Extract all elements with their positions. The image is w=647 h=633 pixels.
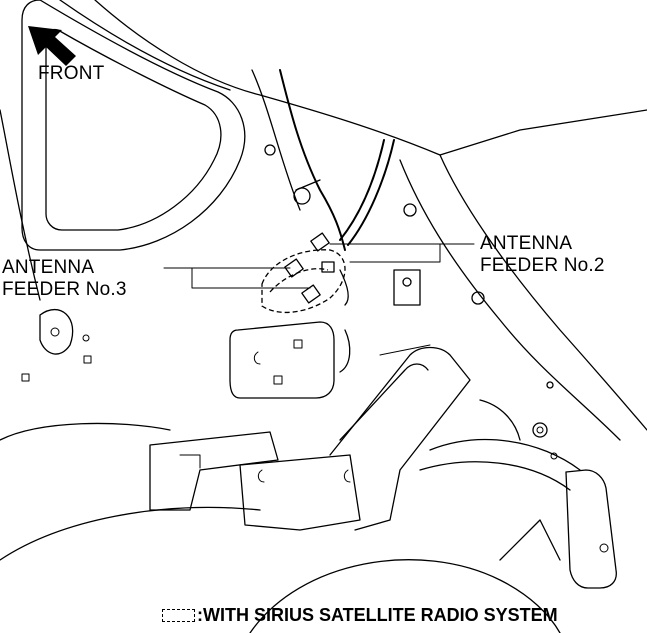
body-left-edge bbox=[0, 109, 41, 301]
connector-small bbox=[321, 261, 335, 273]
antenna-feeder-2-label: ANTENNA FEEDER No.2 bbox=[480, 233, 605, 277]
dashed-box-icon bbox=[162, 609, 195, 622]
arrow-up-left-icon bbox=[28, 26, 76, 66]
left-bracket bbox=[39, 308, 74, 355]
inner-panel-middle bbox=[229, 321, 335, 399]
wheelhouse-arch bbox=[249, 559, 561, 633]
antenna-feeder-3-line2: FEEDER No.3 bbox=[2, 279, 127, 300]
diagonal-strut bbox=[329, 346, 471, 531]
antenna-feeder-2-line2: FEEDER No.2 bbox=[480, 255, 605, 276]
connector-sirius bbox=[301, 284, 321, 304]
antenna-feeder-2-line1: ANTENNA bbox=[480, 233, 573, 254]
antenna-feeder-3-label: ANTENNA FEEDER No.3 bbox=[2, 257, 127, 301]
lower-bracket-left bbox=[149, 431, 279, 511]
lower-bracket-right bbox=[239, 454, 361, 531]
connector-feeder2 bbox=[310, 232, 330, 252]
legend-text: :WITH SIRIUS SATELLITE RADIO SYSTEM bbox=[197, 605, 558, 625]
feeder-cable-c bbox=[347, 139, 395, 246]
rear-pillar-inner bbox=[399, 159, 621, 441]
sirius-dashed-region bbox=[261, 249, 346, 314]
quarter-window-inner bbox=[45, 28, 222, 231]
pillar-hole-small bbox=[546, 381, 554, 389]
leader-feeder3 bbox=[163, 267, 311, 289]
legend: :WITH SIRIUS SATELLITE RADIO SYSTEM bbox=[162, 604, 558, 626]
front-label: FRONT bbox=[38, 63, 105, 84]
leader-feeder2 bbox=[329, 243, 475, 263]
pillar-hole bbox=[471, 291, 485, 305]
feeder-cable-b bbox=[339, 139, 385, 241]
quarter-window-outer bbox=[21, 0, 246, 251]
antenna-feeder-3-line1: ANTENNA bbox=[2, 257, 95, 278]
roof-rail-upper bbox=[94, 0, 647, 156]
feeder-cable-a bbox=[279, 69, 346, 251]
roof-rail-lower bbox=[59, 0, 231, 91]
rear-pillar-panel bbox=[439, 154, 647, 431]
right-pad bbox=[565, 469, 617, 589]
lower-body-curve bbox=[0, 422, 171, 441]
pillar-edge bbox=[251, 69, 301, 211]
